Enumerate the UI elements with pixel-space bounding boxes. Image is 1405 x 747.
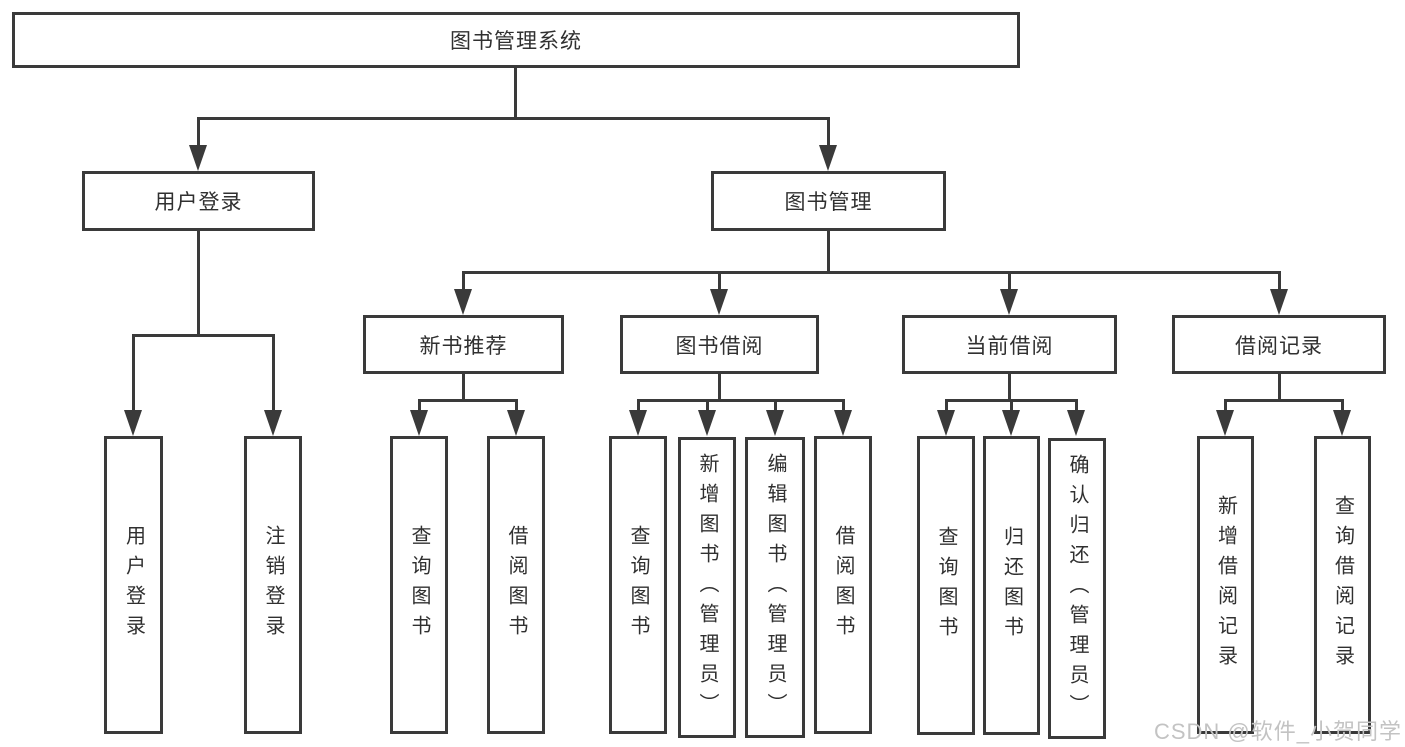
arrowhead-icon: [629, 410, 647, 436]
connector-leaf: [1341, 399, 1344, 412]
node-label: 新书推荐: [419, 334, 508, 358]
connector-leaf: [945, 399, 948, 412]
node-query-books-1: 查询图书: [390, 436, 448, 734]
node-label: 图书借阅: [675, 334, 764, 358]
watermark-text: CSDN @软件_小贺同学: [1153, 719, 1402, 744]
connector-to-book-borrowing: [718, 271, 721, 291]
arrowhead-icon: [1000, 289, 1018, 315]
node-user-login-leaf: 用户登录: [104, 436, 163, 734]
arrowhead-icon: [264, 410, 282, 436]
node-label: 新增图书（管理员）: [696, 452, 718, 723]
arrowhead-icon: [710, 289, 728, 315]
connector-to-borrowing-records: [1278, 271, 1281, 291]
connector-level3-bus: [462, 271, 1280, 274]
node-book-management: 图书管理: [711, 171, 946, 231]
connector-borrowing-records-bus: [1224, 399, 1343, 402]
node-add-borrow-record: 新增借阅记录: [1197, 436, 1254, 734]
arrowhead-icon: [1067, 410, 1085, 436]
node-return-books: 归还图书: [983, 436, 1040, 735]
connector-book-borrowing-bus: [637, 399, 844, 402]
connector-user-login-bus: [132, 334, 274, 337]
connector-leaf: [515, 399, 518, 412]
node-confirm-return-admin: 确认归还（管理员）: [1048, 438, 1106, 739]
connector-to-logout-leaf: [272, 334, 275, 412]
arrowhead-icon: [454, 289, 472, 315]
node-query-borrow-record: 查询借阅记录: [1314, 436, 1371, 734]
connector-book-management-stem: [827, 231, 830, 272]
node-logout-login: 注销登录: [244, 436, 302, 734]
node-label: 注销登录: [262, 525, 284, 645]
node-library-management-system: 图书管理系统: [12, 12, 1020, 68]
connector-to-current-borrowing: [1008, 271, 1011, 291]
node-query-books-2: 查询图书: [609, 436, 667, 734]
arrowhead-icon: [1216, 410, 1234, 436]
node-user-login: 用户登录: [82, 171, 315, 231]
node-label: 查询图书: [627, 525, 649, 645]
connector-leaf: [842, 399, 845, 412]
node-label: 当前借阅: [965, 334, 1054, 358]
node-borrowing-records: 借阅记录: [1172, 315, 1386, 374]
connector-leaf: [637, 399, 640, 412]
arrowhead-icon: [819, 145, 837, 171]
node-label: 归还图书: [1000, 525, 1023, 646]
node-label: 图书管理: [784, 191, 873, 214]
node-query-books-3: 查询图书: [917, 436, 975, 735]
node-add-books-admin: 新增图书（管理员）: [678, 437, 736, 738]
arrowhead-icon: [766, 410, 784, 436]
connector-leaf: [1075, 399, 1078, 412]
node-book-borrowing: 图书借阅: [620, 315, 819, 374]
connector-book-borrowing-stem: [718, 374, 721, 401]
connector-leaf: [418, 399, 421, 412]
node-label: 查询借阅记录: [1331, 495, 1354, 675]
node-label: 查询图书: [408, 525, 430, 645]
connector-new-book-stem: [462, 374, 465, 401]
connector-leaf: [706, 399, 709, 412]
arrowhead-icon: [1270, 289, 1288, 315]
connector-to-user-login: [197, 117, 200, 148]
connector-root-stem: [514, 68, 517, 118]
node-label: 用户登录: [122, 525, 145, 645]
connector-leaf: [1224, 399, 1227, 412]
node-label: 借阅图书: [505, 525, 527, 645]
node-label: 图书管理系统: [450, 30, 582, 53]
node-new-book-recommendation: 新书推荐: [363, 315, 564, 374]
connector-new-book-bus: [418, 399, 517, 402]
node-borrow-books-2: 借阅图书: [814, 436, 872, 734]
arrowhead-icon: [834, 410, 852, 436]
connector-leaf: [774, 399, 777, 412]
node-label: 编辑图书（管理员）: [764, 452, 786, 723]
node-label: 用户登录: [154, 191, 243, 214]
connector-to-user-login-leaf: [132, 334, 135, 412]
arrowhead-icon: [189, 145, 207, 171]
node-label: 借阅记录: [1235, 334, 1323, 358]
node-current-borrowing: 当前借阅: [902, 315, 1117, 374]
connector-to-new-book: [462, 271, 465, 291]
connector-to-book-management: [827, 117, 830, 148]
node-label: 新增借阅记录: [1214, 495, 1237, 675]
arrowhead-icon: [410, 410, 428, 436]
node-label: 查询图书: [935, 525, 957, 646]
node-edit-books-admin: 编辑图书（管理员）: [745, 437, 805, 738]
connector-borrowing-records-stem: [1278, 374, 1281, 401]
node-borrow-books-1: 借阅图书: [487, 436, 545, 734]
arrowhead-icon: [507, 410, 525, 436]
arrowhead-icon: [698, 410, 716, 436]
arrowhead-icon: [124, 410, 142, 436]
arrowhead-icon: [1002, 410, 1020, 436]
node-label: 借阅图书: [832, 525, 854, 645]
connector-level2-bus: [197, 117, 830, 120]
arrowhead-icon: [937, 410, 955, 436]
node-label: 确认归还（管理员）: [1066, 453, 1088, 724]
connector-current-borrowing-stem: [1008, 374, 1011, 401]
connector-user-login-stem: [197, 231, 200, 335]
arrowhead-icon: [1333, 410, 1351, 436]
connector-leaf: [1010, 399, 1013, 412]
